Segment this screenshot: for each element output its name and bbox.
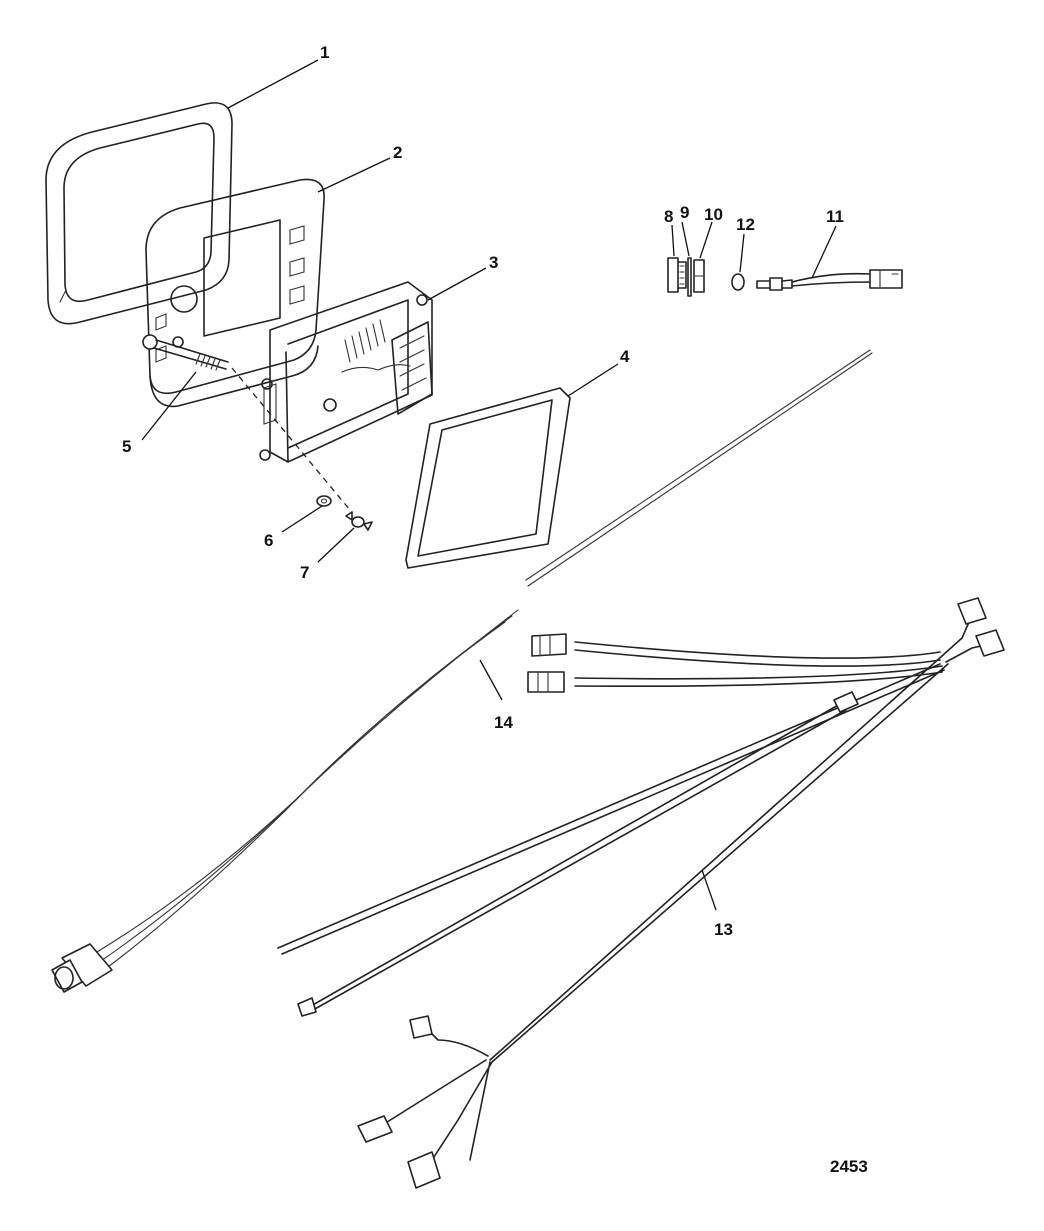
part-9-flat-washer [687,257,692,297]
callout-7: 7 [300,563,309,582]
part-2-display-housing [145,178,325,408]
part-8-screw [667,257,687,293]
part-3-control-module [259,281,433,463]
part-1-bezel-frame [45,102,233,325]
callout-12: 12 [736,215,755,234]
callout-3: 3 [489,253,498,272]
callout-9: 9 [680,203,689,222]
part-7-wing-nut [345,511,373,531]
part-4-gasket [405,387,571,569]
callout-6: 6 [264,531,273,550]
part-5-mounting-stud [142,334,351,511]
callout-14: 14 [494,713,513,732]
callout-8: 8 [664,207,673,226]
callout-leaders [141,59,837,911]
part-12-o-ring [731,273,745,291]
callout-2: 2 [393,143,402,162]
part-10-nut [693,259,705,293]
callout-11: 11 [826,207,844,226]
callout-10: 10 [704,205,723,224]
part-11-sensor-pigtail [756,269,903,291]
callout-13: 13 [714,920,733,939]
callout-5: 5 [122,437,131,456]
callout-4: 4 [620,347,630,366]
figure-number: 2453 [830,1157,868,1176]
part-14-lead-harness [51,349,873,993]
callout-1: 1 [320,43,329,62]
part-6-washer [316,495,332,507]
callout-labels: 1 2 3 4 5 6 7 8 9 10 12 11 13 14 2453 [122,43,868,1176]
part-13-main-harness [277,597,1005,1189]
